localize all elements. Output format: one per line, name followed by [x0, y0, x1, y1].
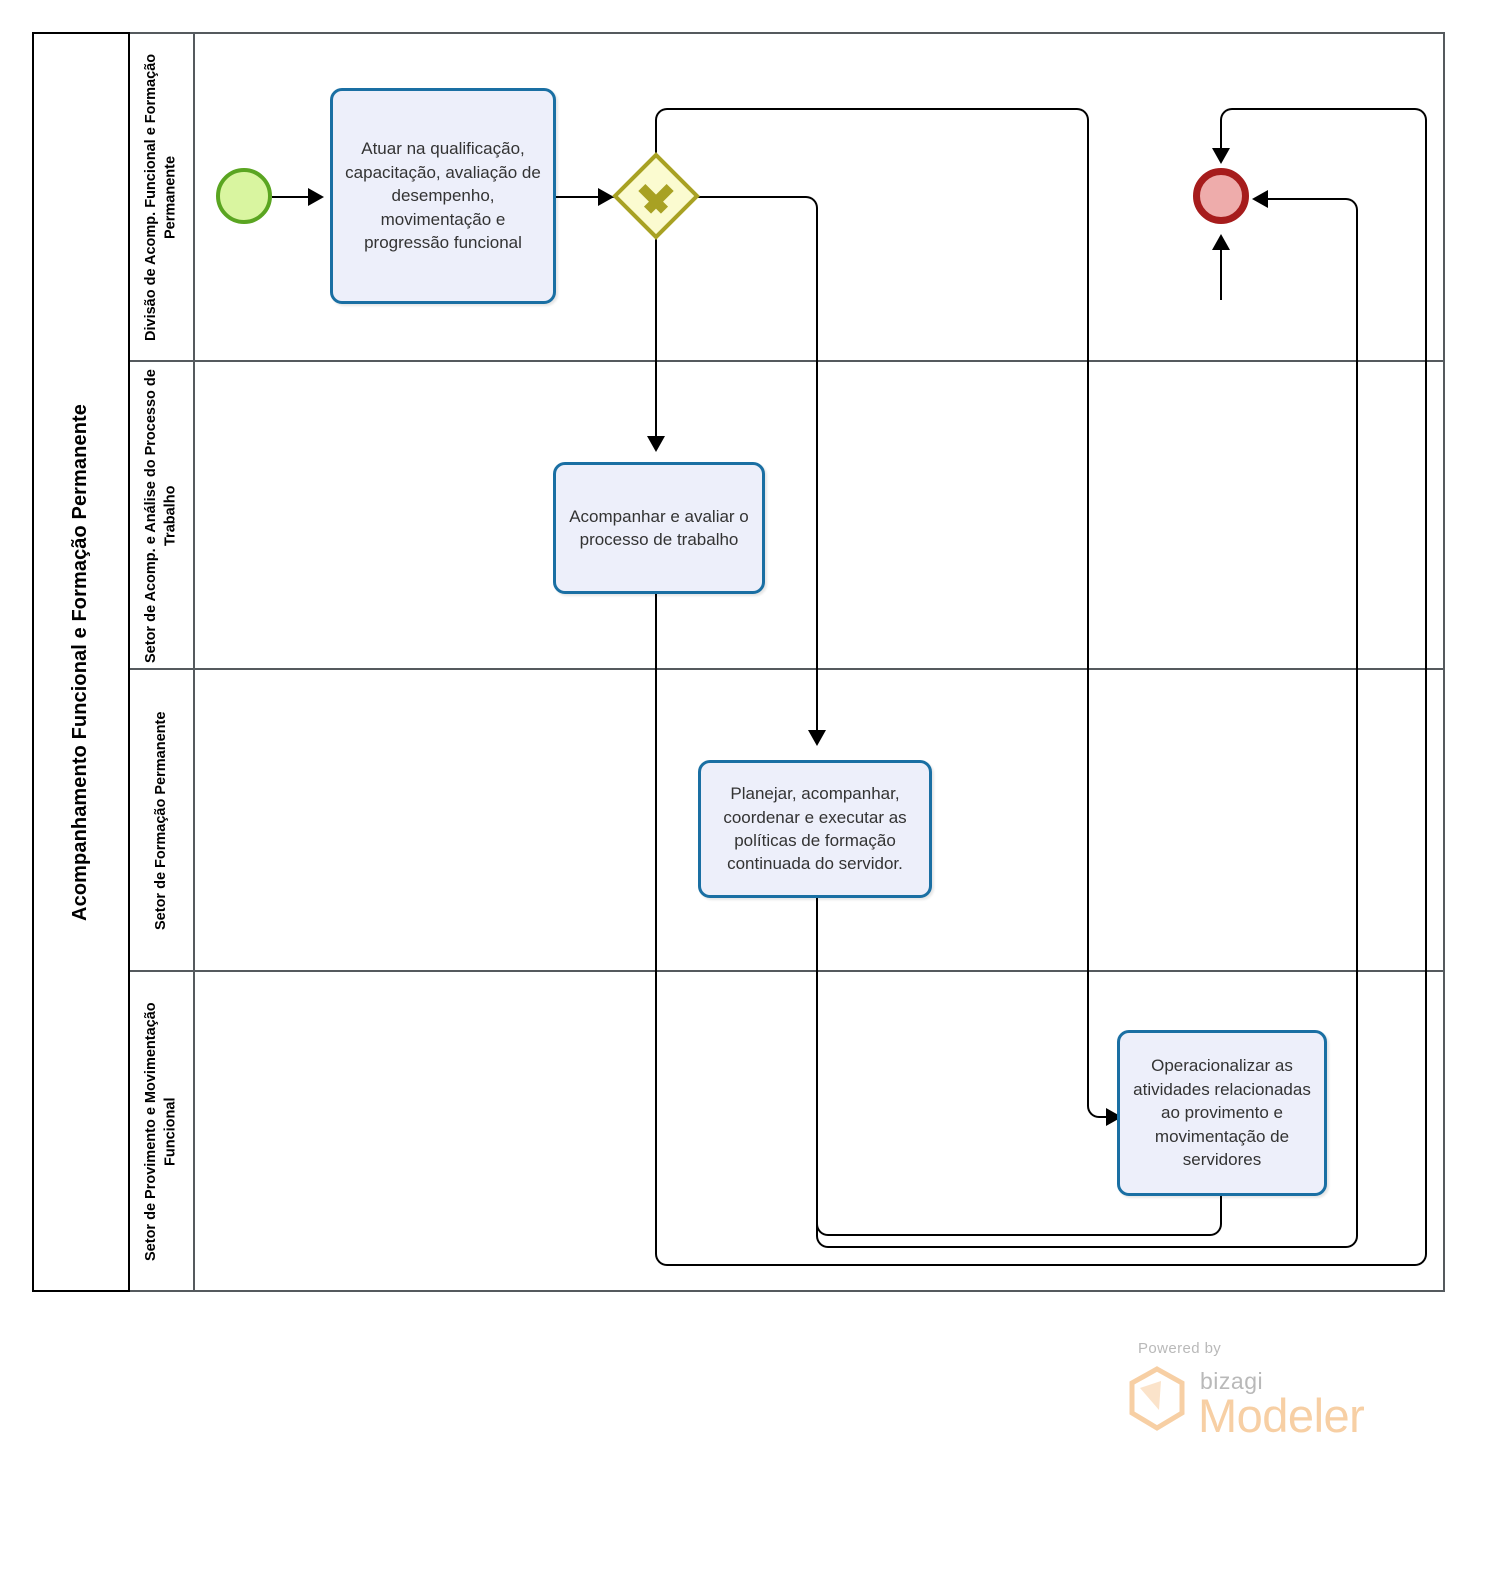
flow-corner-to-task4: [1087, 1104, 1101, 1118]
task-operacionalizar-provimento[interactable]: Operacionalizar as atividades relacionad…: [1117, 1030, 1327, 1196]
flow-corner-gw-top-right: [1075, 108, 1089, 122]
arrowhead-gateway: [598, 188, 614, 206]
flow-corner-task4-bottom-left: [816, 1222, 830, 1236]
lane-header-setor-formacao: Setor de Formação Permanente: [130, 670, 195, 972]
flow-gw-top-up: [655, 122, 657, 168]
pool-right-edge: [1443, 32, 1445, 1292]
flow-task4-into-end-bottom: [1220, 240, 1222, 300]
task-2-label: Acompanhar e avaliar o processo de traba…: [569, 506, 749, 549]
flow-corner-task2-topleft: [1220, 108, 1234, 122]
flow-task1-to-gateway: [556, 196, 614, 198]
flow-gw-right: [690, 196, 804, 198]
lane-separator-3: [130, 970, 1445, 972]
flow-task2-right-up: [1425, 122, 1427, 1254]
task-3-label: Planejar, acompanhar, coordenar e execut…: [723, 784, 907, 874]
flow-corner-gw-top-left: [655, 108, 669, 122]
lane-4-label: Setor de Provimento e Movimentação Funci…: [142, 1002, 179, 1262]
pool-bottom-edge: [130, 1290, 1445, 1292]
flow-corner-task3-bottom: [816, 1234, 830, 1248]
flow-task4-down: [1220, 1196, 1222, 1222]
bizagi-wordmark: bizagi: [1200, 1368, 1264, 1394]
lane-separator-1: [130, 360, 1445, 362]
arrowhead-end-right: [1252, 190, 1268, 208]
modeler-wordmark: Modeler: [1198, 1389, 1365, 1442]
pool-title: Acompanhamento Funcional e Formação Perm…: [32, 32, 130, 1292]
flow-task2-into-end-top: [1220, 122, 1222, 158]
pool-top-edge: [130, 32, 1445, 34]
arrowhead-end-top: [1212, 148, 1230, 164]
flow-task2-top-rail: [1234, 108, 1414, 110]
arrowhead-task1: [308, 188, 324, 206]
lane-3-label: Setor de Formação Permanente: [152, 711, 169, 931]
flow-gw-right-down: [816, 210, 818, 738]
powered-by-label: Powered by: [1138, 1340, 1222, 1357]
arrowhead-end-bottom: [1212, 234, 1230, 250]
task-4-label: Operacionalizar as atividades relacionad…: [1133, 1056, 1311, 1170]
task-acompanhar-avaliar-processo[interactable]: Acompanhar e avaliar o processo de traba…: [553, 462, 765, 594]
pool-title-label: Acompanhamento Funcional e Formação Perm…: [68, 403, 91, 921]
flow-task3-bottom-rail: [830, 1246, 1344, 1248]
flow-gw-top-down: [1087, 122, 1089, 1104]
end-event[interactable]: [1193, 168, 1249, 224]
flow-gw-top-right: [669, 108, 1075, 110]
flow-corner-task2-topright: [1413, 108, 1427, 122]
flow-task3-down: [816, 898, 818, 1234]
flow-corner-gw-right: [804, 196, 818, 210]
lane-2-label: Setor de Acomp. e Análise do Processo de…: [142, 369, 179, 663]
flow-gw-bottom-down: [655, 224, 657, 444]
arrowhead-task3: [808, 730, 826, 746]
lane-header-setor-provimento: Setor de Provimento e Movimentação Funci…: [130, 972, 195, 1292]
flow-task2-down: [655, 594, 657, 1252]
bizagi-hexagon-icon: [1129, 1366, 1185, 1431]
bizagi-modeler-logo: Powered by bizagi Modeler: [1128, 1340, 1388, 1450]
flow-start-to-task1: [272, 196, 320, 198]
lane-header-setor-acomp-analise: Setor de Acomp. e Análise do Processo de…: [130, 362, 195, 670]
lane-1-label: Divisão de Acomp. Funcional e Formação P…: [142, 53, 179, 341]
arrowhead-task2: [647, 436, 665, 452]
task-planejar-politicas-formacao[interactable]: Planejar, acompanhar, coordenar e execut…: [698, 760, 932, 898]
flow-task3-into-end-right: [1258, 198, 1344, 200]
lane-header-divisao-acomp-funcional: Divisão de Acomp. Funcional e Formação P…: [130, 32, 195, 362]
flow-task4-bottom-rail: [830, 1234, 1208, 1236]
start-event[interactable]: [216, 168, 272, 224]
flow-task2-bottom-rail: [669, 1264, 1413, 1266]
flow-corner-task2-bottom: [655, 1252, 669, 1266]
lane-separator-2: [130, 668, 1445, 670]
flow-task3-right-up: [1356, 212, 1358, 1234]
flow-corner-task3-topright: [1344, 198, 1358, 212]
task-1-label: Atuar na qualificação, capacitação, aval…: [345, 139, 541, 253]
task-atuar-na-qualificacao[interactable]: Atuar na qualificação, capacitação, aval…: [330, 88, 556, 304]
